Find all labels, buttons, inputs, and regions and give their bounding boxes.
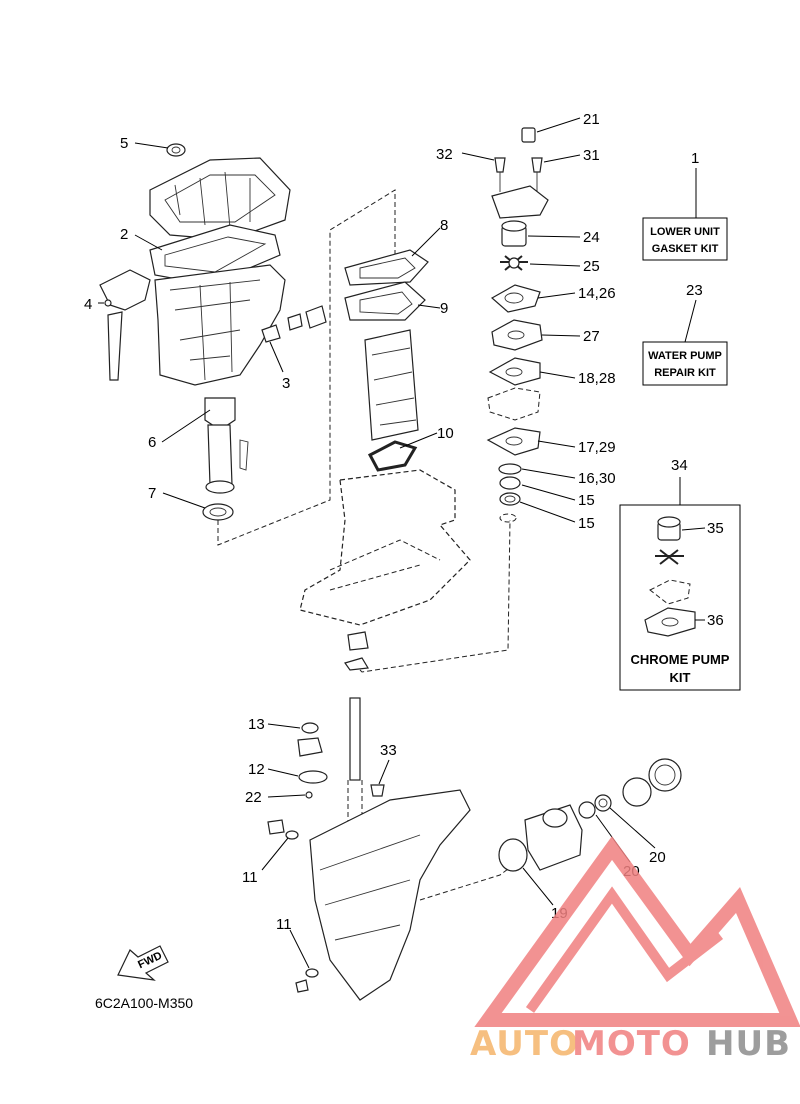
callout-32: 32 [436,146,453,163]
callout-22: 22 [245,789,262,806]
water-pump-repair-kit-box: WATER PUMP REPAIR KIT [642,341,728,386]
diagram-code: 6C2A100-M350 [95,995,193,1011]
chrome-pump-kit-line2: KIT [670,670,691,685]
chrome-pump-kit-box [619,504,741,691]
callout-24: 24 [583,229,600,246]
callout-31: 31 [583,147,600,164]
callout-18-28: 18,28 [578,370,616,387]
callout-1: 1 [691,150,699,167]
lower-unit-gasket-kit-box: LOWER UNIT GASKET KIT [642,217,728,261]
water-pump-kit-line2: REPAIR KIT [654,367,716,379]
callout-15b: 15 [578,515,595,532]
leader-lines [98,117,706,969]
callout-20b: 20 [649,849,666,866]
callout-25: 25 [583,258,600,275]
gearcase-assembly [267,697,682,1001]
callout-23: 23 [686,282,703,299]
callout-34: 34 [671,457,688,474]
watermark-auto: AUTO [470,1024,579,1064]
callout-14-26: 14,26 [578,285,616,302]
callout-13: 13 [248,716,265,733]
callout-21: 21 [583,111,600,128]
watermark-moto: MOTO [572,1024,691,1064]
water-pump-kit-line1: WATER PUMP [648,350,722,362]
upper-casing-assembly [99,143,396,546]
fwd-arrow-icon: FWD [117,945,169,981]
callout-10: 10 [437,425,454,442]
callout-27: 27 [583,328,600,345]
callout-15a: 15 [578,492,595,509]
watermark-hub: HUB [706,1024,791,1064]
callout-7: 7 [148,485,156,502]
callout-16-30: 16,30 [578,470,616,487]
water-pump-stack [486,127,549,523]
automotohub-watermark: AUTO MOTO HUB [470,836,800,1064]
callout-2: 2 [120,226,128,243]
callout-4: 4 [84,296,92,313]
midsection-assembly [299,249,511,673]
callout-11b: 11 [276,916,292,933]
watermark-triangle-logo [474,836,800,1027]
callout-17-29: 17,29 [578,439,616,456]
callout-6: 6 [148,434,156,451]
chrome-pump-kit-line1: CHROME PUMP [631,652,730,667]
callout-8: 8 [440,217,448,234]
callout-5: 5 [120,135,128,152]
callout-11a: 11 [242,869,258,886]
callout-36: 36 [707,612,724,629]
lower-unit-kit-line1: LOWER UNIT [650,226,720,238]
callout-9: 9 [440,300,448,317]
callout-12: 12 [248,761,265,778]
callout-3: 3 [282,375,290,392]
callout-33: 33 [380,742,397,759]
lower-unit-kit-line2: GASKET KIT [652,243,719,255]
callout-35: 35 [707,520,724,537]
